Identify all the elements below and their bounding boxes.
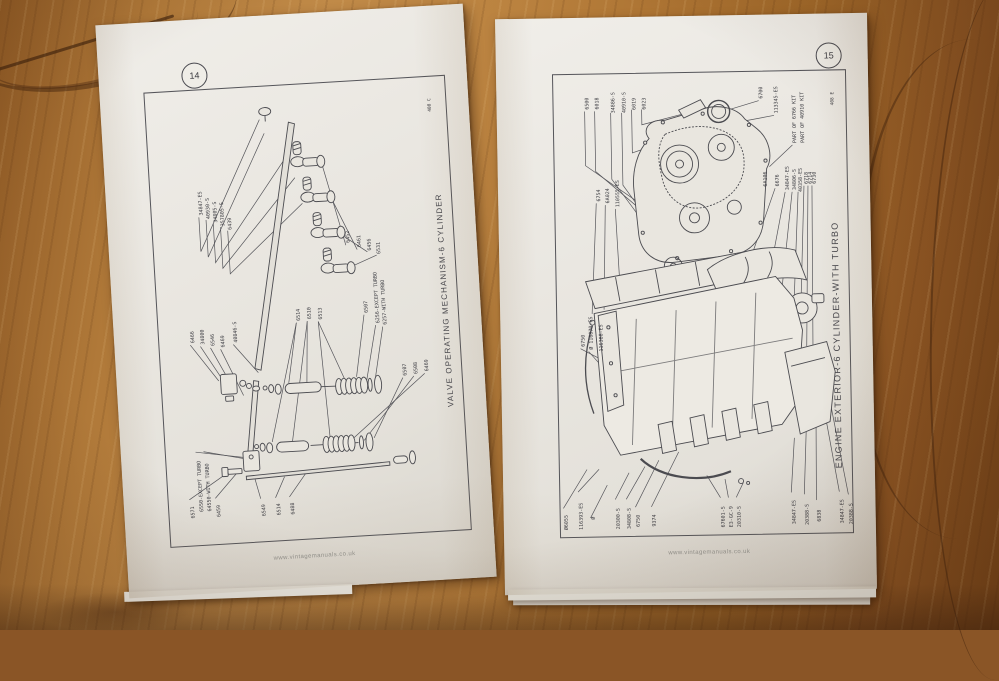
part-number-label: 6513	[317, 307, 324, 319]
part-number-label: 6488	[290, 502, 297, 514]
part-number-label: 6452	[345, 231, 352, 243]
part-number-label: 6508	[413, 362, 420, 374]
part-number-label: 6023	[641, 98, 647, 110]
part-number-label: 6019	[631, 98, 637, 110]
part-number-label: 6700	[758, 87, 764, 99]
part-number-label: 20310-S	[737, 506, 743, 527]
part-number-label: 20388-S	[805, 504, 811, 525]
page-number: 14	[189, 70, 200, 81]
part-number-label: 6507	[402, 363, 409, 375]
part-number-label: E3-GC-9	[729, 506, 735, 527]
part-number-label: 34800	[200, 329, 207, 344]
part-number-label: 6439	[227, 218, 234, 230]
part-number-label: 116393-ES	[578, 503, 584, 530]
footer-url: www.vintagemanuals.co.uk	[609, 548, 809, 557]
part-number-label: 6510	[306, 307, 313, 319]
part-number-label: 6676	[775, 174, 781, 186]
part-number-label: 6469	[424, 359, 431, 371]
part-number-label: 6750	[581, 335, 587, 347]
part-number-label: 6549	[261, 504, 268, 516]
part-number-label: 6461	[356, 235, 363, 247]
part-number-label: 34808-S	[627, 508, 633, 529]
part-number-label: 6754	[596, 189, 602, 201]
part-number-label: 110555-ES	[615, 180, 621, 207]
part-number-label: 6A024	[605, 188, 611, 203]
manual-page-14: 14 408 C VALVE OPERATING MECHANISM-6 CYL…	[95, 4, 496, 599]
part-number-label: 34847-ES	[839, 499, 845, 523]
part-number-label: 6456	[366, 238, 373, 250]
part-number-label: 6514	[276, 503, 283, 515]
part-number-label: 34847-ES	[791, 500, 797, 524]
part-number-label: 6838	[817, 510, 823, 522]
part-number-label: 6546	[210, 334, 217, 346]
part-number-label: 6018	[594, 97, 600, 109]
part-number-label: 20300-S	[616, 508, 622, 529]
part-number-label: PART OF 6766 KIT	[791, 95, 798, 143]
page-number-badge: 14	[181, 62, 208, 89]
part-number-label: 40846-S	[232, 321, 239, 342]
part-number-label: 6514	[295, 309, 302, 321]
part-number-label: Ø 116870-ES	[588, 316, 595, 349]
part-number-label: PART OF 40910 KIT	[799, 92, 806, 143]
part-number-label: 6531	[376, 242, 383, 254]
part-number-label: 67601-S	[721, 506, 727, 527]
part-number-label: 116388-ES	[598, 324, 604, 351]
part-number-label: 34886-S	[610, 92, 616, 113]
part-number-label: 9374	[652, 514, 658, 526]
page-number-badge: 15	[815, 42, 841, 68]
photo-scene: 14 408 C VALVE OPERATING MECHANISM-6 CYL…	[0, 0, 999, 630]
page-number: 15	[824, 50, 834, 60]
part-number-label: 34847-ES	[785, 166, 791, 190]
manual-page-15: 15 408 E ENGINE EXTERIOR-6 CYLINDER-WITH…	[495, 13, 877, 595]
part-number-label: 113345-ES	[773, 86, 779, 113]
part-number-label: 6500	[584, 98, 590, 110]
part-number-label: 6A106	[763, 171, 769, 186]
part-number-label: 20388-S	[848, 503, 854, 524]
part-number-label: 6507	[363, 301, 370, 313]
part-number-label: 6730	[812, 172, 818, 184]
part-number-label: Ø	[591, 517, 597, 520]
part-number-label: Ø6055	[564, 515, 570, 530]
part-number-label: 6571	[190, 506, 197, 518]
part-number-label: 40930-S	[205, 198, 212, 219]
engine-exterior-diagram	[552, 69, 852, 536]
part-number-label: 6750	[636, 515, 642, 527]
part-number-label: 40910-S	[621, 92, 627, 113]
part-number-label: 6459	[216, 505, 223, 517]
part-number-label: 6469	[220, 335, 227, 347]
footer-url: www.vintagemanuals.co.uk	[217, 548, 412, 566]
part-number-label: 6466	[190, 331, 197, 343]
part-number-label: 34805-S	[212, 201, 219, 222]
